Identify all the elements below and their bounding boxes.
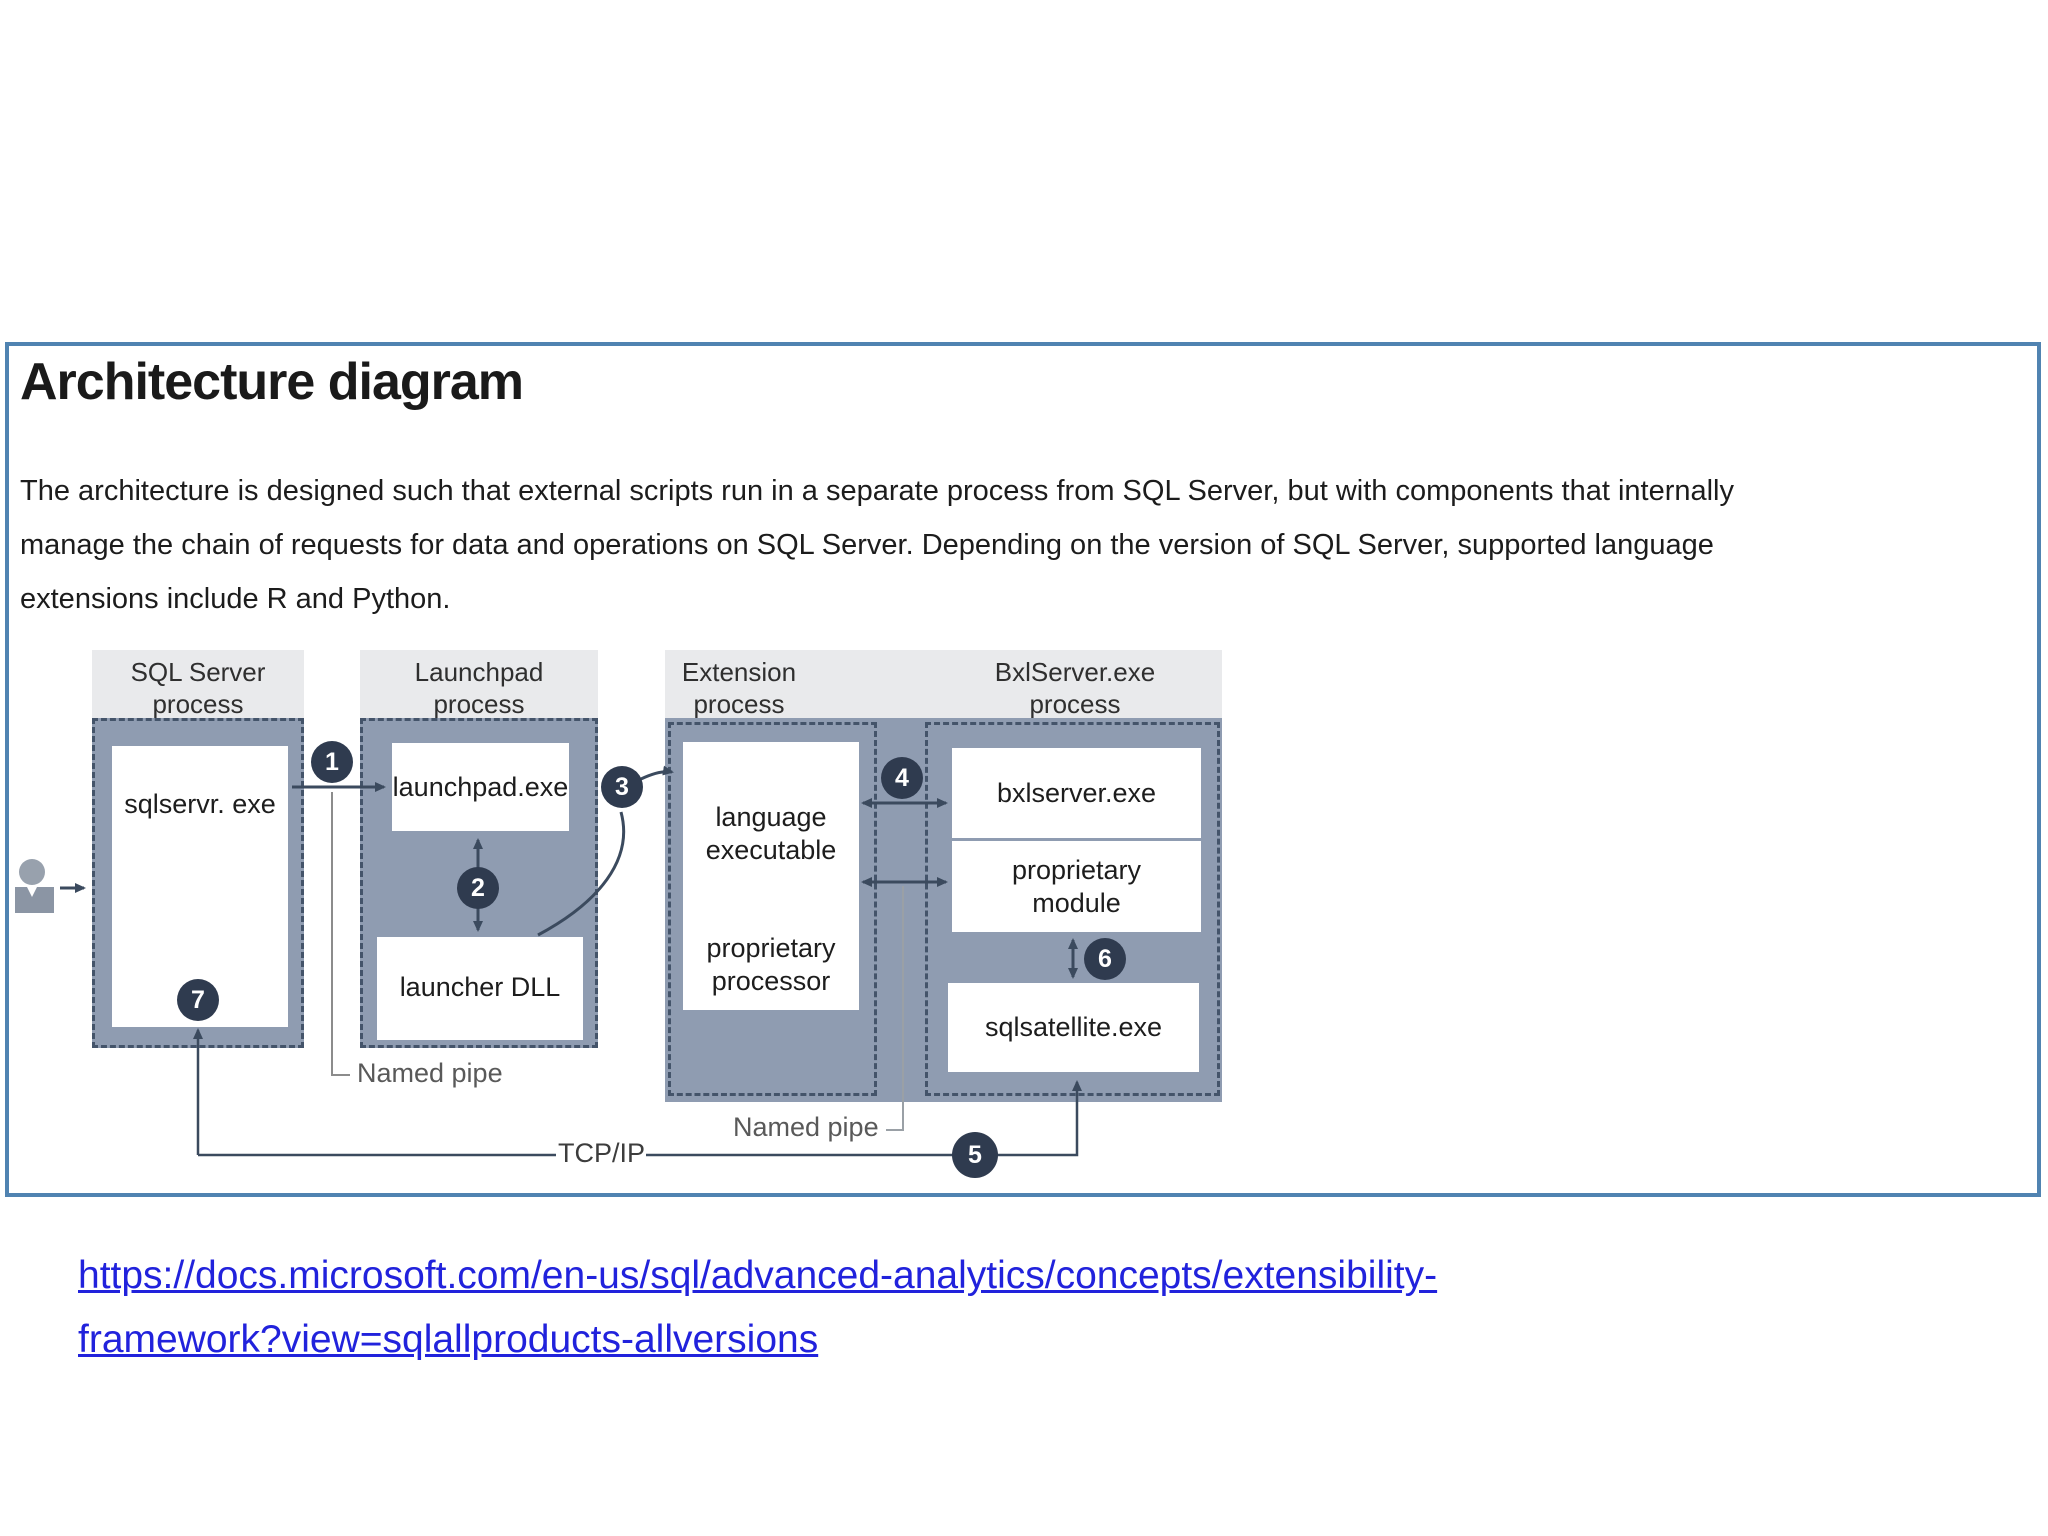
launchpad-process-header: Launchpad process xyxy=(360,650,598,719)
docs-hyperlink[interactable]: https://docs.microsoft.com/en-us/sql/adv… xyxy=(78,1244,1578,1372)
intro-paragraph-line: extensions include R and Python. xyxy=(20,583,451,615)
step-circle-5: 5 xyxy=(952,1132,998,1178)
intro-paragraph: The architecture is designed such that e… xyxy=(20,464,2030,626)
language-executable-label: language executable xyxy=(705,802,837,865)
proprietary-module-box: proprietary module xyxy=(952,841,1201,932)
step-circle-4: 4 xyxy=(881,757,923,799)
sqlsatellite-exe-box: sqlsatellite.exe xyxy=(948,983,1199,1072)
step-circle-2: 2 xyxy=(457,867,499,909)
language-executable-box: language executable proprietary processo… xyxy=(683,742,859,1010)
docs-hyperlink-line1[interactable]: https://docs.microsoft.com/en-us/sql/adv… xyxy=(78,1254,1438,1297)
step-circle-1: 1 xyxy=(311,741,353,783)
docs-hyperlink-line2[interactable]: framework?view=sqlallproducts-allversion… xyxy=(78,1318,819,1361)
step-circle-7: 7 xyxy=(177,979,219,1021)
page-title: Architecture diagram xyxy=(20,353,524,411)
named-pipe-label-launchpad: Named pipe xyxy=(357,1058,503,1088)
step-circle-6: 6 xyxy=(1084,938,1126,980)
extension-process-header: Extension process xyxy=(681,657,797,719)
bxlserver-process-header: BxlServer.exe process xyxy=(994,657,1156,719)
named-pipe-label-extension: Named pipe xyxy=(733,1112,879,1142)
sql-server-process-header: SQL Server process xyxy=(92,650,304,719)
intro-paragraph-line: manage the chain of requests for data an… xyxy=(20,529,1714,561)
proprietary-processor-label: proprietary processor xyxy=(706,933,836,996)
bxlserver-exe-box: bxlserver.exe xyxy=(952,748,1201,838)
intro-paragraph-line: The architecture is designed such that e… xyxy=(20,475,1735,507)
launcher-dll-box: launcher DLL xyxy=(377,937,583,1040)
tcpip-label: TCP/IP xyxy=(558,1138,646,1168)
launchpad-exe-box: launchpad.exe xyxy=(392,743,569,831)
step-circle-3: 3 xyxy=(601,766,643,808)
extension-bxlserver-header-band xyxy=(665,650,1222,718)
